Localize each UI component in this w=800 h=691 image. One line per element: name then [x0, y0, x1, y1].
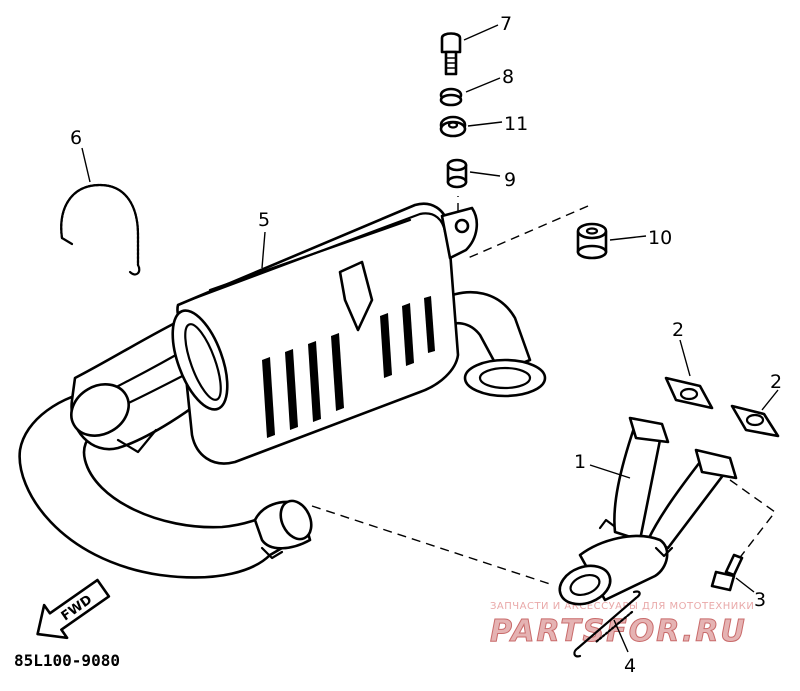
collar-part	[446, 158, 468, 189]
callout-2-left: 2	[672, 319, 684, 341]
bracket-hole	[454, 218, 470, 234]
callout-7: 7	[500, 13, 512, 35]
outlet-flange	[463, 358, 547, 398]
callout-1: 1	[574, 451, 586, 473]
watermark-tagline: ЗАПЧАСТИ И АКСЕССУАРЫ ДЛЯ МОТОТЕХНИКИ	[490, 601, 754, 612]
grommet-part	[576, 222, 608, 260]
callout-2-right: 2	[770, 371, 782, 393]
callout-9: 9	[504, 169, 516, 191]
callout-11: 11	[504, 113, 528, 135]
watermark: ЗАПЧАСТИ И АКСЕССУАРЫ ДЛЯ МОТОТЕХНИКИ PA…	[490, 601, 754, 650]
stud-bolt	[573, 590, 641, 658]
gasket-left	[664, 376, 714, 410]
muffler-assembly	[18, 202, 547, 579]
lock-washer-part	[439, 115, 467, 138]
callout-8: 8	[502, 66, 514, 88]
watermark-brand: PARTSFOR.RU	[490, 614, 747, 649]
gasket-right	[730, 404, 780, 438]
bolt-part	[440, 32, 462, 76]
callout-5: 5	[258, 209, 270, 231]
callout-6: 6	[70, 127, 82, 149]
muffler-slots	[262, 296, 435, 438]
leader-lines	[81, 24, 779, 653]
callout-10: 10	[648, 227, 672, 249]
callout-3: 3	[754, 589, 766, 611]
flange-bolt	[710, 553, 744, 592]
assembly-lines	[311, 196, 776, 586]
washer-part	[439, 87, 463, 107]
exhaust-header-pipe	[558, 416, 738, 606]
diagram-code: 85L100-9080	[14, 651, 120, 670]
callout-4: 4	[624, 655, 636, 677]
spring-part	[60, 183, 141, 276]
callouts: 7 8 11 9 10 5 6 2 2 1 3 4	[70, 13, 782, 677]
forward-arrow-icon: FWD	[36, 578, 111, 640]
